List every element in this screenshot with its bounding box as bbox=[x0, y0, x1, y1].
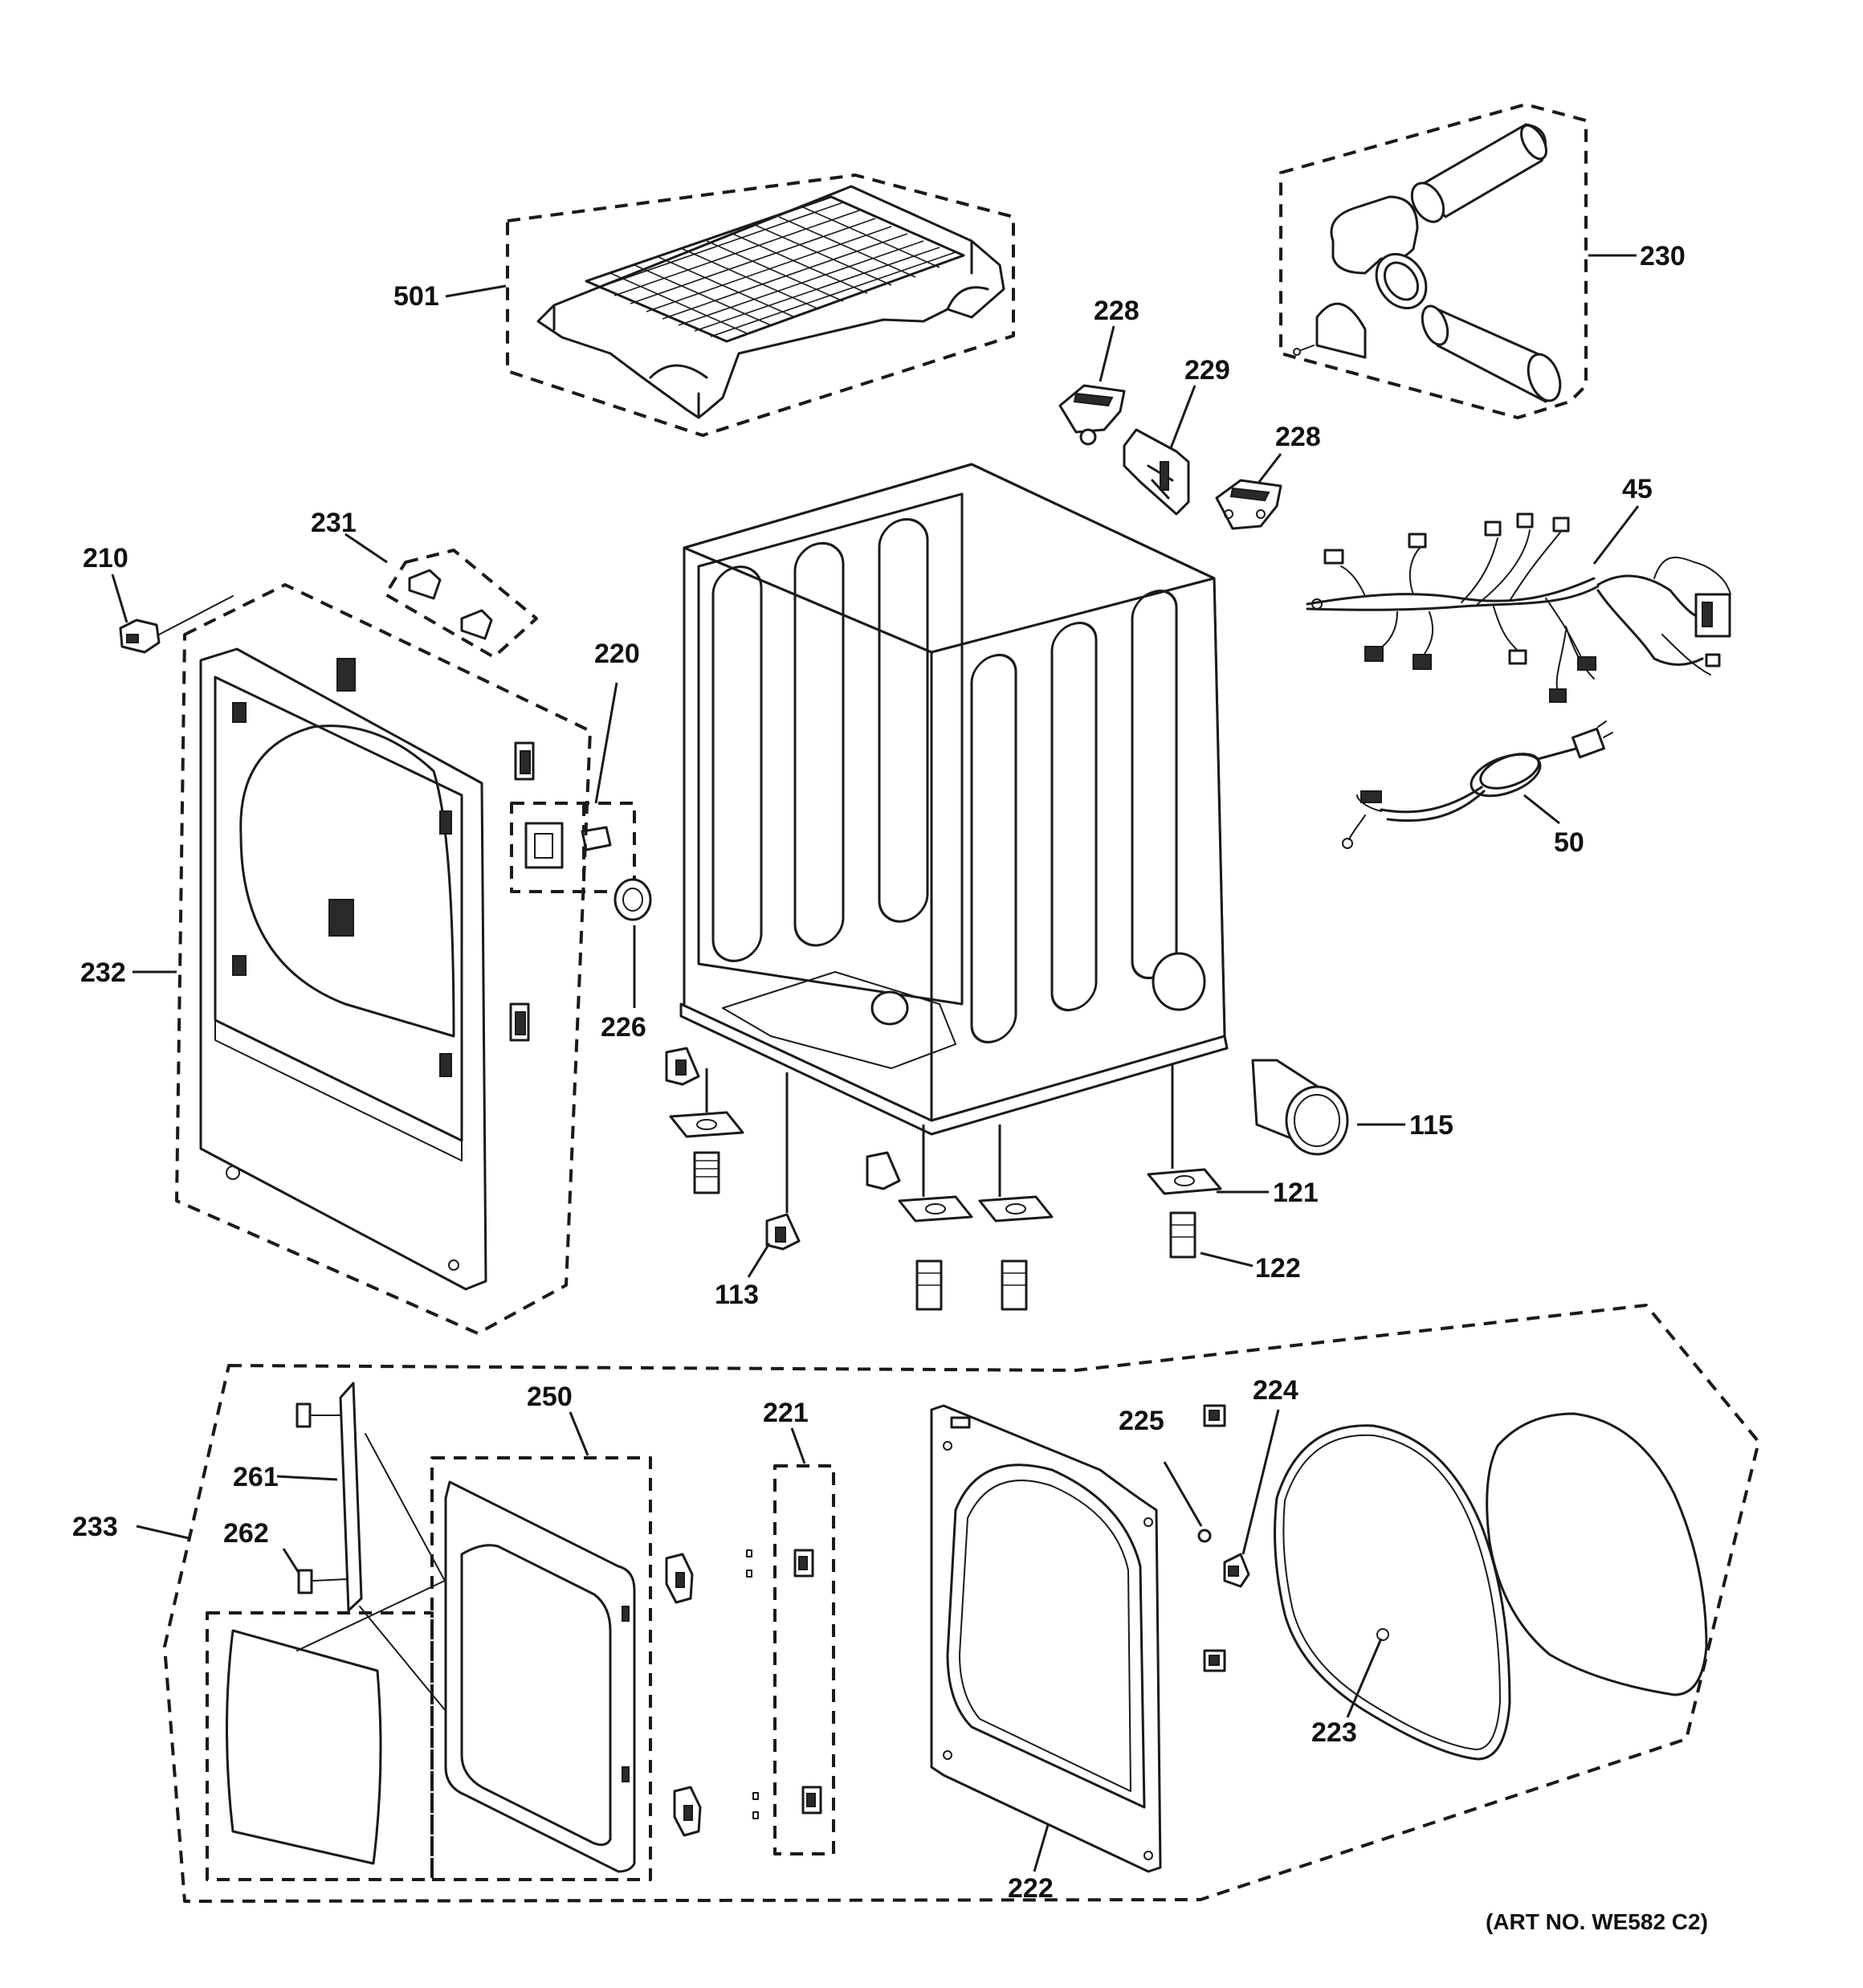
part-122-leveling-leg-d[interactable] bbox=[1169, 1211, 1196, 1259]
part-122-leveling-leg-b[interactable] bbox=[915, 1259, 943, 1311]
part-233-door-assembly[interactable] bbox=[163, 1304, 1760, 1903]
part-113-foot-front[interactable] bbox=[765, 1213, 801, 1251]
art-number: (ART NO. WE582 C2) bbox=[1486, 1909, 1708, 1934]
part-113-foot-left[interactable] bbox=[665, 1047, 700, 1086]
callout-226: 226 bbox=[601, 1012, 646, 1043]
outer-door-panel[interactable] bbox=[1486, 1412, 1708, 1696]
part-113-foot-center[interactable] bbox=[866, 1151, 901, 1190]
part-262-hinge-cover-bottom[interactable] bbox=[297, 1569, 313, 1594]
callout-221: 221 bbox=[763, 1398, 809, 1428]
callout-261: 261 bbox=[233, 1462, 279, 1492]
door-hinge-bottom[interactable] bbox=[673, 1786, 702, 1837]
callout-50: 50 bbox=[1554, 827, 1584, 858]
callout-115: 115 bbox=[1409, 1110, 1453, 1141]
part-262-hinge-cover-top[interactable] bbox=[296, 1402, 312, 1428]
callout-501: 501 bbox=[393, 281, 439, 312]
door-glass-panel[interactable] bbox=[206, 1611, 434, 1881]
callout-45: 45 bbox=[1622, 474, 1653, 504]
callout-121: 121 bbox=[1273, 1178, 1319, 1208]
part-225-screw[interactable] bbox=[1197, 1529, 1212, 1543]
part-228-bracket-left[interactable] bbox=[1058, 384, 1126, 446]
callout-222: 222 bbox=[1008, 1873, 1054, 1904]
callout-228-right: 228 bbox=[1275, 422, 1321, 452]
part-122-leveling-leg-a[interactable] bbox=[693, 1151, 720, 1194]
part-232-front-panel[interactable] bbox=[175, 583, 592, 1335]
callout-labels: 501 230 228 229 228 45 210 231 220 50 23… bbox=[72, 241, 1708, 1934]
part-229-bracket[interactable] bbox=[1123, 428, 1190, 516]
callout-231: 231 bbox=[311, 508, 357, 538]
door-hinge-top[interactable] bbox=[665, 1553, 694, 1604]
cabinet[interactable] bbox=[679, 463, 1229, 1136]
part-121-bracket-b[interactable] bbox=[898, 1195, 973, 1223]
callout-224: 224 bbox=[1253, 1375, 1298, 1406]
part-221-latch-kit[interactable] bbox=[773, 1464, 835, 1855]
part-224-door-strike-bottom[interactable] bbox=[1203, 1649, 1226, 1672]
part-501-drying-rack[interactable] bbox=[506, 173, 1015, 437]
callout-232: 232 bbox=[80, 957, 126, 988]
callout-225: 225 bbox=[1119, 1406, 1164, 1436]
part-210-clip[interactable] bbox=[119, 618, 161, 654]
callout-122: 122 bbox=[1255, 1253, 1301, 1284]
part-228-bracket-right[interactable] bbox=[1215, 479, 1282, 530]
callout-210: 210 bbox=[83, 543, 128, 574]
callout-233: 233 bbox=[72, 1512, 118, 1542]
part-224-door-strike[interactable] bbox=[1223, 1553, 1250, 1588]
part-121-bracket-c[interactable] bbox=[978, 1195, 1054, 1223]
callout-113: 113 bbox=[715, 1280, 759, 1310]
part-122-leveling-leg-c[interactable] bbox=[1001, 1259, 1028, 1311]
part-50-power-cord[interactable] bbox=[1342, 720, 1613, 849]
part-115-exhaust-duct[interactable] bbox=[1251, 1059, 1349, 1156]
part-121-bracket-a[interactable] bbox=[669, 1111, 744, 1138]
callout-250: 250 bbox=[527, 1382, 573, 1412]
part-250-door-frame[interactable] bbox=[430, 1456, 652, 1881]
part-220-switch-kit[interactable] bbox=[510, 802, 636, 893]
part-222-inner-door-panel[interactable] bbox=[930, 1404, 1162, 1873]
part-224-door-strike-top[interactable] bbox=[1203, 1404, 1226, 1427]
part-223-door-gasket[interactable] bbox=[1274, 1424, 1511, 1761]
callout-229: 229 bbox=[1184, 355, 1230, 386]
part-261-door-trim[interactable] bbox=[339, 1382, 363, 1612]
part-121-bracket-d[interactable] bbox=[1147, 1168, 1222, 1195]
callout-230: 230 bbox=[1640, 241, 1686, 271]
part-45-wire-harness[interactable] bbox=[1306, 512, 1731, 703]
callout-223: 223 bbox=[1311, 1717, 1357, 1748]
part-226-grommet[interactable] bbox=[614, 878, 652, 921]
part-231-clip-kit[interactable] bbox=[384, 549, 538, 659]
callout-228-top: 228 bbox=[1094, 296, 1139, 326]
callout-262: 262 bbox=[223, 1518, 269, 1549]
callout-220: 220 bbox=[594, 639, 640, 669]
part-230-vent-duct-kit[interactable] bbox=[1279, 103, 1588, 419]
